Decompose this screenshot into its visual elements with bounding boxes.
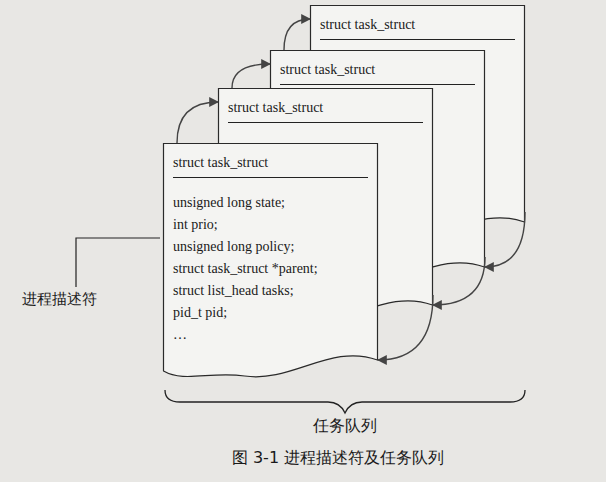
field-line: int prio;	[173, 214, 368, 236]
figure-caption: 图 3-1 进程描述符及任务队列	[232, 448, 444, 469]
field-line: unsigned long state;	[173, 192, 368, 214]
queue-label: 任务队列	[313, 416, 377, 437]
link-arrow	[485, 212, 525, 267]
field-line: …	[173, 324, 368, 346]
field-line: struct list_head tasks;	[173, 280, 368, 302]
sheet-shape	[164, 144, 378, 377]
field-line: unsigned long policy;	[173, 236, 368, 258]
callout-label: 进程描述符	[22, 290, 97, 309]
field-line: pid_t pid;	[173, 302, 368, 324]
link-arrow	[284, 19, 310, 50]
link-arrow	[232, 64, 270, 88]
struct-header: struct task_struct	[280, 59, 475, 85]
struct-header: struct task_struct	[320, 14, 515, 40]
brace	[165, 390, 525, 413]
link-arrow	[433, 257, 485, 305]
field-line: struct task_struct *parent;	[173, 258, 368, 280]
struct-header: struct task_struct	[173, 152, 368, 178]
task-struct-sheet: struct task_struct unsigned long state;in…	[163, 143, 378, 385]
struct-header: struct task_struct	[228, 97, 423, 123]
link-arrow	[177, 102, 218, 143]
leader-line	[76, 238, 160, 287]
link-arrow	[378, 295, 433, 360]
